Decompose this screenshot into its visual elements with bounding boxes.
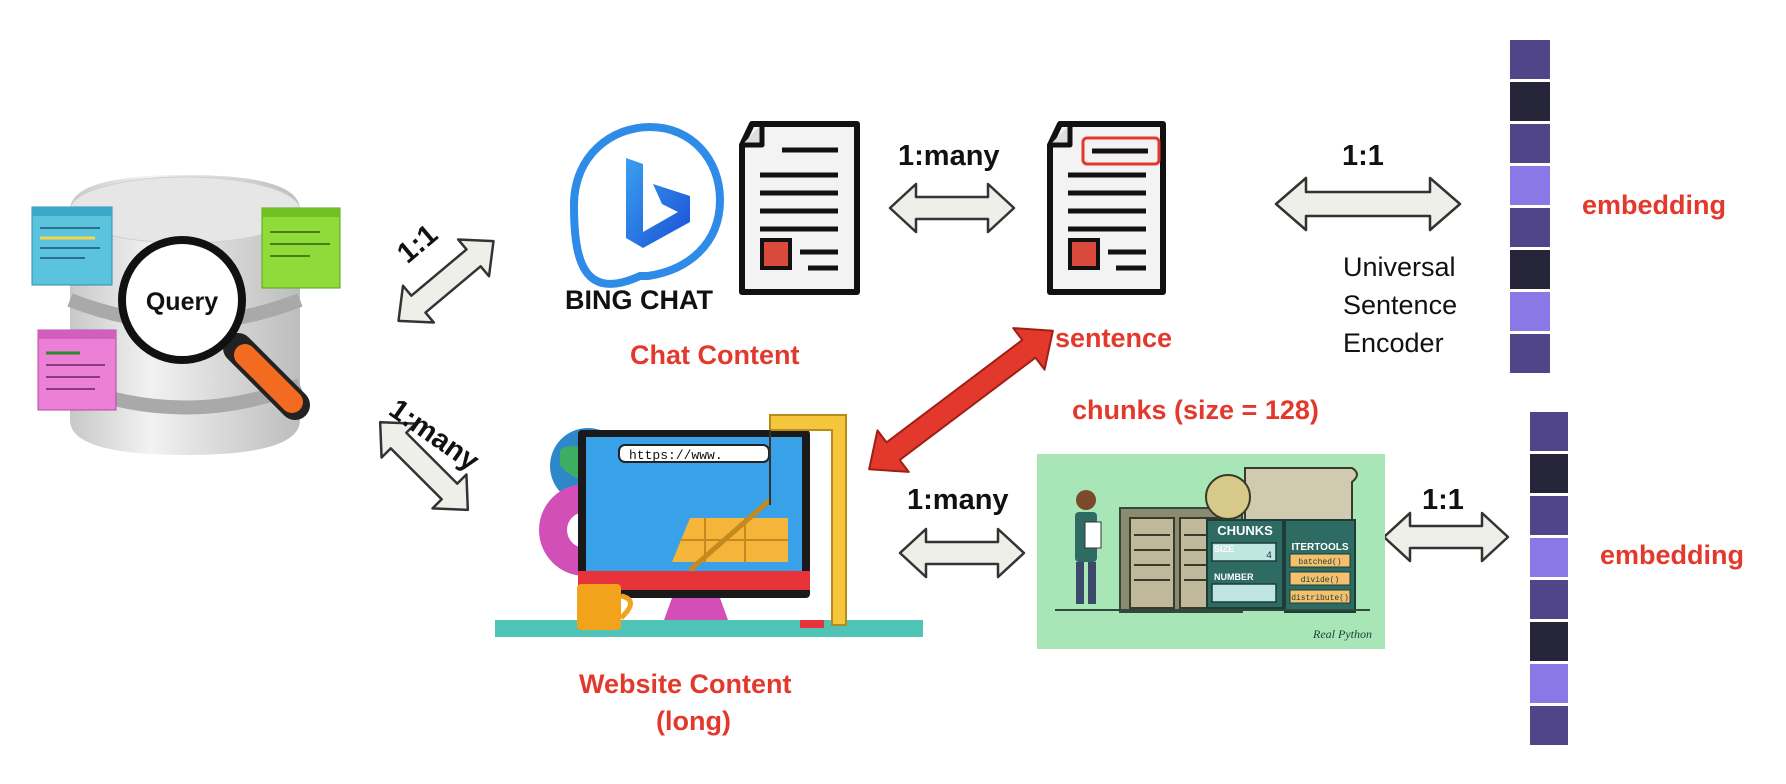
itertools-item: distribute() bbox=[1291, 594, 1349, 603]
bing-chat-label: BING CHAT bbox=[565, 285, 713, 315]
chunks-size-label: SIZE bbox=[1214, 544, 1234, 554]
embedding-cell bbox=[1510, 82, 1550, 121]
relation-chat-sentence: 1:many bbox=[898, 140, 1000, 172]
sticky-note-green bbox=[261, 207, 341, 289]
relation-website-chunks: 1:many bbox=[907, 484, 1009, 516]
embedding-cell bbox=[1510, 124, 1550, 163]
embedding-cell bbox=[1530, 706, 1568, 745]
chunks-caption: chunks (size = 128) bbox=[1072, 395, 1319, 425]
embedding-label-bottom: embedding bbox=[1600, 540, 1745, 570]
embedding-cell bbox=[1510, 40, 1550, 79]
arrow-sentence-embedding bbox=[1274, 176, 1462, 232]
arrow-sentence-website bbox=[868, 327, 1054, 473]
chunks-panel-title: CHUNKS bbox=[1217, 523, 1273, 538]
chunks-number-label: NUMBER bbox=[1214, 572, 1254, 582]
sticky-note-blue bbox=[31, 206, 113, 286]
arrow-query-chat bbox=[397, 238, 495, 324]
arrow-query-website bbox=[378, 420, 470, 512]
bing-chat-logo-icon bbox=[570, 123, 724, 288]
chunks-size-value: 4 bbox=[1266, 551, 1272, 562]
website-caption-line2: (long) bbox=[656, 706, 731, 736]
embedding-cell bbox=[1530, 412, 1568, 451]
embedding-cell bbox=[1530, 664, 1568, 703]
encoder-label: Universal Sentence Encoder bbox=[1343, 248, 1457, 362]
embedding-cell bbox=[1510, 292, 1550, 331]
embedding-vector-bottom bbox=[1530, 412, 1568, 745]
arrow-chunks-embedding bbox=[1382, 511, 1510, 563]
itertools-title: ITERTOOLS bbox=[1291, 542, 1348, 553]
embedding-cell bbox=[1530, 538, 1568, 577]
itertools-item: batched() bbox=[1298, 558, 1341, 567]
relation-sentence-embedding: 1:1 bbox=[1342, 140, 1384, 172]
chunks-rolls bbox=[1129, 517, 1225, 609]
chat-content-caption: Chat Content bbox=[630, 340, 800, 370]
person-figure bbox=[1075, 490, 1102, 604]
sentence-document-icon bbox=[1047, 121, 1166, 295]
embedding-vector-top bbox=[1510, 40, 1550, 373]
encoder-label-line3: Encoder bbox=[1343, 328, 1444, 358]
real-python-signature: Real Python bbox=[1312, 627, 1372, 641]
sticky-note-pink bbox=[37, 329, 117, 411]
embedding-cell bbox=[1510, 208, 1550, 247]
magnifier-icon bbox=[118, 236, 310, 420]
encoder-label-line1: Universal bbox=[1343, 252, 1456, 282]
relation-chunks-embedding: 1:1 bbox=[1422, 484, 1464, 516]
chunks-illustration-panel bbox=[1037, 454, 1385, 649]
embedding-cell bbox=[1530, 454, 1568, 493]
website-caption-line1: Website Content bbox=[579, 669, 792, 699]
embedding-cell bbox=[1510, 334, 1550, 373]
embedding-cell bbox=[1510, 250, 1550, 289]
encoder-label-line2: Sentence bbox=[1343, 290, 1458, 320]
website-construction-icon bbox=[495, 414, 923, 637]
query-label: Query bbox=[146, 288, 218, 316]
arrow-website-chunks bbox=[898, 527, 1026, 579]
chat-document-icon bbox=[739, 121, 860, 295]
arrow-chat-sentence bbox=[888, 182, 1016, 234]
embedding-cell bbox=[1510, 166, 1550, 205]
website-url: https://www. bbox=[629, 448, 723, 463]
embedding-label-top: embedding bbox=[1582, 190, 1727, 220]
embedding-cell bbox=[1530, 622, 1568, 661]
sentence-caption: sentence bbox=[1055, 323, 1173, 353]
embedding-cell bbox=[1530, 580, 1568, 619]
itertools-item: divide() bbox=[1301, 576, 1339, 585]
embedding-cell bbox=[1530, 496, 1568, 535]
